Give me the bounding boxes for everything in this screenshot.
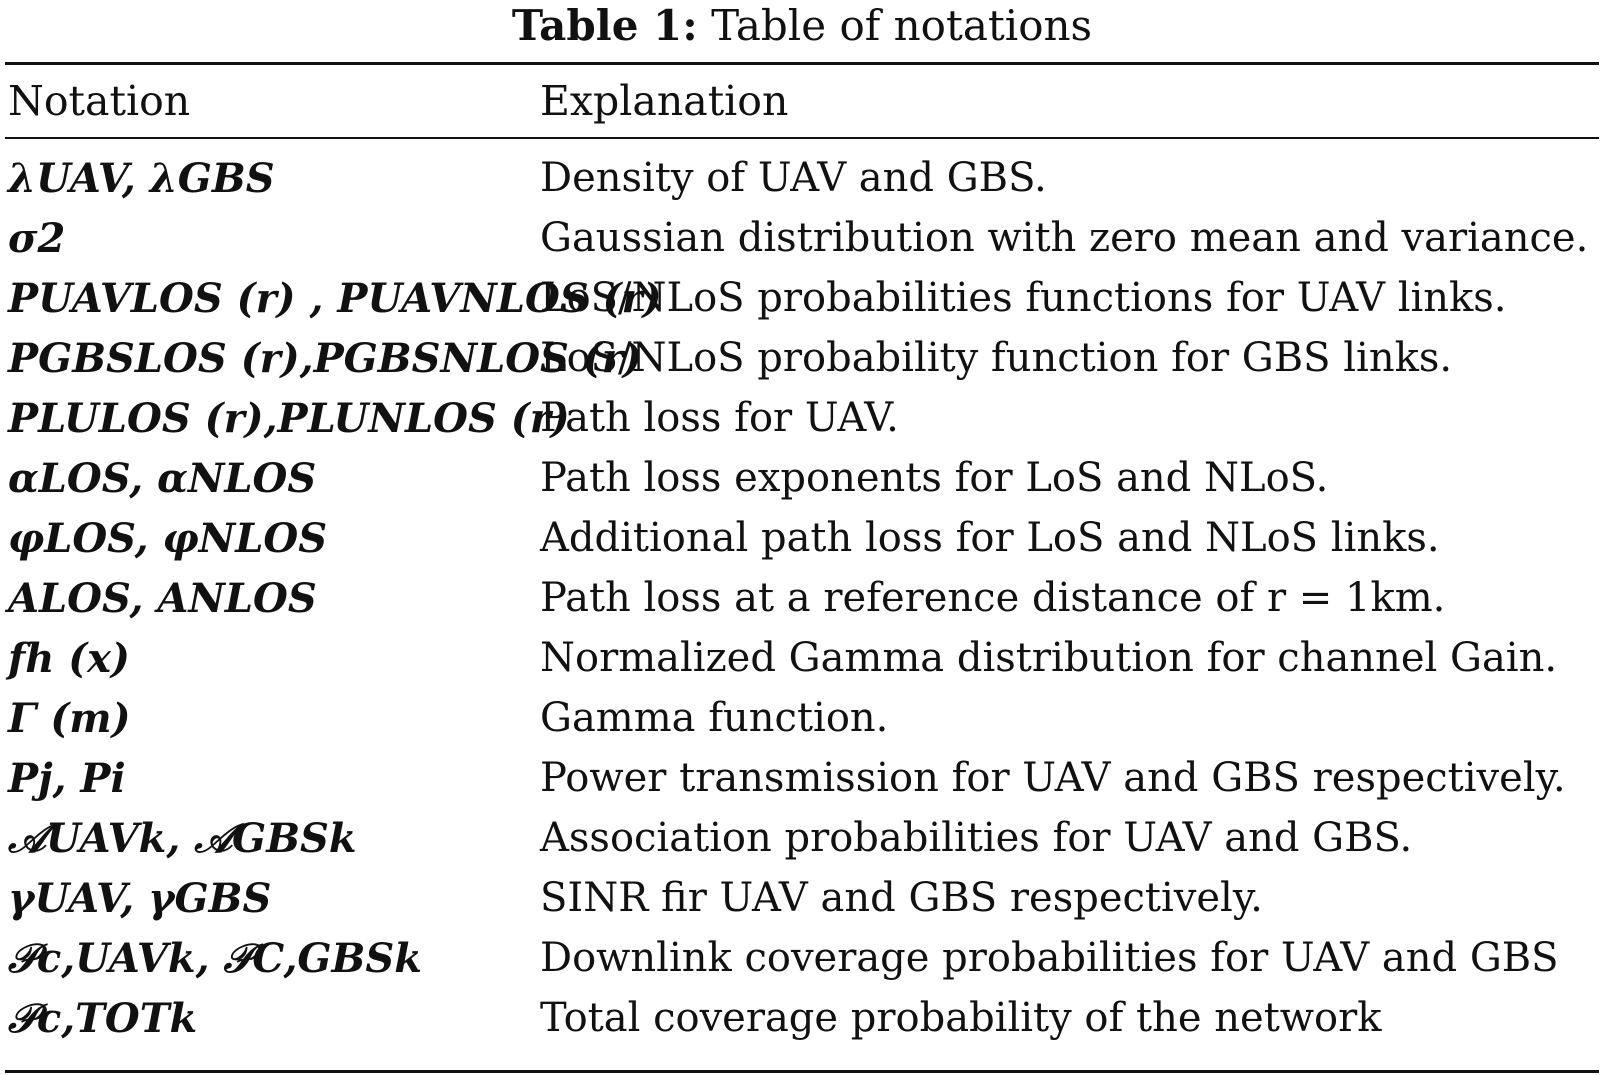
notation-cell: Γ (m) [8,695,131,742]
explanation-cell: Association probabilities for UAV and GB… [540,815,1413,861]
table-row: Pj, Pi Power transmission for UAV and GB… [0,748,1604,809]
explanation-cell: Path loss exponents for LoS and NLoS. [540,455,1329,501]
notation-cell: φLOS, φNLOS [8,515,328,562]
table-row: γUAV, γGBS SINR fir UAV and GBS respecti… [0,868,1604,929]
notation-cell: σ2 [8,215,66,262]
explanation-cell: Gamma function. [540,695,889,741]
notation-cell: αLOS, αNLOS [8,455,317,502]
table-row: 𝒫c,TOTk Total coverage probability of th… [0,988,1604,1049]
notation-cell: PUAVLOS (r) , PUAVNLOS (r) [8,275,662,322]
caption-title: Table of notations [711,1,1093,50]
table-row: 𝒜UAVk, 𝒜GBSk Association probabilities f… [0,808,1604,869]
explanation-cell: Path loss at a reference distance of r =… [540,575,1446,621]
notation-cell: PLULOS (r),PLUNLOS (r) [8,395,570,442]
table-row: 𝒫c,UAVk, 𝒫C,GBSk Downlink coverage proba… [0,928,1604,989]
explanation-cell: Downlink coverage probabilities for UAV … [540,935,1559,981]
notation-cell: γUAV, γGBS [8,875,272,922]
notation-cell: 𝒜UAVk, 𝒜GBSk [8,815,357,862]
header-explanation: Explanation [540,77,789,125]
notation-cell: PGBSLOS (r),PGBSNLOS (r) [8,335,642,382]
explanation-cell: Power transmission for UAV and GBS respe… [540,755,1566,801]
explanation-cell: SINR fir UAV and GBS respectively. [540,875,1263,921]
table-row: λUAV, λGBS Density of UAV and GBS. [0,148,1604,209]
table-row: φLOS, φNLOS Additional path loss for LoS… [0,508,1604,569]
notation-cell: 𝒫c,TOTk [8,995,198,1042]
table-row: αLOS, αNLOS Path loss exponents for LoS … [0,448,1604,509]
top-rule [5,62,1599,65]
table-row: PUAVLOS (r) , PUAVNLOS (r) LoS/NLoS prob… [0,268,1604,329]
notation-cell: fh (x) [8,635,130,682]
table-row: PLULOS (r),PLUNLOS (r) Path loss for UAV… [0,388,1604,449]
caption-label: Table 1: [511,1,698,50]
table-row: fh (x) Normalized Gamma distribution for… [0,628,1604,689]
table-caption: Table 1: Table of notations [0,0,1604,52]
explanation-cell: Gaussian distribution with zero mean and… [540,215,1589,261]
notation-cell: ALOS, ANLOS [8,575,317,622]
explanation-cell: Path loss for UAV. [540,395,899,441]
header-row: Notation Explanation [0,65,1604,126]
explanation-cell: Additional path loss for LoS and NLoS li… [540,515,1440,561]
explanation-cell: Density of UAV and GBS. [540,155,1047,201]
explanation-cell: LoS/NLoS probabilities functions for UAV… [540,275,1507,321]
table-row: Γ (m) Gamma function. [0,688,1604,749]
header-rule [5,137,1599,139]
table-row: PGBSLOS (r),PGBSNLOS (r) LoS/NLoS probab… [0,328,1604,389]
header-notation: Notation [8,77,191,125]
bottom-rule [5,1070,1599,1073]
notation-cell: 𝒫c,UAVk, 𝒫C,GBSk [8,935,422,982]
notation-cell: Pj, Pi [8,755,126,802]
table-row: σ2 Gaussian distribution with zero mean … [0,208,1604,269]
table-row: ALOS, ANLOS Path loss at a reference dis… [0,568,1604,629]
notation-cell: λUAV, λGBS [8,155,275,202]
explanation-cell: Total coverage probability of the networ… [540,995,1382,1041]
explanation-cell: Normalized Gamma distribution for channe… [540,635,1558,681]
explanation-cell: LoS/NLoS probability function for GBS li… [540,335,1453,381]
